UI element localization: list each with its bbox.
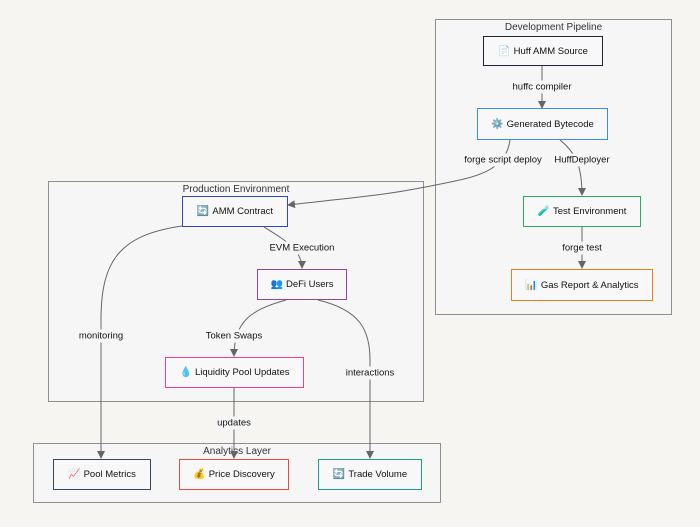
edge-users-to-volume [317, 299, 374, 459]
swap-arrows-icon: 🔄 [196, 206, 210, 217]
edge-label-forge-test: forge test [560, 241, 604, 255]
node-label-pool-metrics: Pool Metrics [83, 469, 136, 480]
edge-label-updates: updates [215, 416, 253, 430]
node-label-defi-users: DeFi Users [285, 279, 334, 290]
gear-icon: ⚙️ [491, 118, 504, 130]
line-chart-icon: 📈 [68, 469, 81, 480]
edge-bytecode-to-test [559, 139, 586, 196]
node-label-generated-bytecode: Generated Bytecode [506, 118, 594, 130]
node-label-liquidity-pool-updates: Liquidity Pool Updates [194, 367, 290, 378]
node-label-price-discovery: Price Discovery [208, 469, 275, 480]
node-liquidity-pool-updates[interactable]: 💧 Liquidity Pool Updates [165, 357, 304, 388]
cluster-development-pipeline: Development Pipeline [435, 19, 672, 315]
node-label-trade-volume: Trade Volume [348, 469, 408, 480]
cluster-title-production-environment: Production Environment [182, 184, 290, 195]
node-label-test-environment: Test Environment [553, 206, 627, 217]
node-amm-contract[interactable]: 🔄 AMM Contract [182, 196, 288, 227]
edge-users-to-pool [230, 299, 287, 357]
edge-label-forge-script-deploy: forge script deploy [462, 153, 544, 167]
node-defi-users[interactable]: 👥 DeFi Users [257, 269, 347, 300]
node-label-amm-contract: AMM Contract [212, 206, 274, 217]
edge-label-evm-execution: EVM Execution [267, 241, 337, 255]
node-generated-bytecode[interactable]: ⚙️ Generated Bytecode [477, 108, 608, 140]
edge-label-monitoring: monitoring [76, 329, 126, 343]
edge-label-interactions: interactions [343, 366, 397, 380]
node-trade-volume[interactable]: 🔄 Trade Volume [318, 459, 422, 490]
cluster-title-development-pipeline: Development Pipeline [504, 22, 603, 33]
bar-chart-icon: 📊 [525, 279, 538, 291]
node-label-gas-report-analytics: Gas Report & Analytics [540, 279, 639, 291]
document-icon: 📄 [498, 45, 511, 57]
edge-label-huffdeployer: HuffDeployer [552, 153, 612, 167]
node-gas-report-analytics[interactable]: 📊 Gas Report & Analytics [511, 269, 653, 301]
edge-bytecode-to-amm [287, 139, 511, 209]
node-price-discovery[interactable]: 💰 Price Discovery [179, 459, 289, 490]
money-bag-icon: 💰 [193, 469, 206, 480]
droplet-icon: 💧 [179, 367, 192, 378]
edge-amm-to-metrics [97, 225, 183, 459]
node-test-environment[interactable]: 🧪 Test Environment [523, 196, 641, 227]
test-tube-icon: 🧪 [537, 206, 551, 217]
users-icon: 👥 [270, 279, 283, 290]
edge-label-huffc-compiler: huffc compiler [510, 80, 574, 94]
node-label-huff-amm-source: Huff AMM Source [513, 45, 588, 57]
refresh-icon: 🔄 [332, 469, 346, 480]
node-pool-metrics[interactable]: 📈 Pool Metrics [53, 459, 151, 490]
node-huff-amm-source[interactable]: 📄 Huff AMM Source [483, 36, 603, 66]
edge-label-token-swaps: Token Swaps [203, 329, 265, 343]
